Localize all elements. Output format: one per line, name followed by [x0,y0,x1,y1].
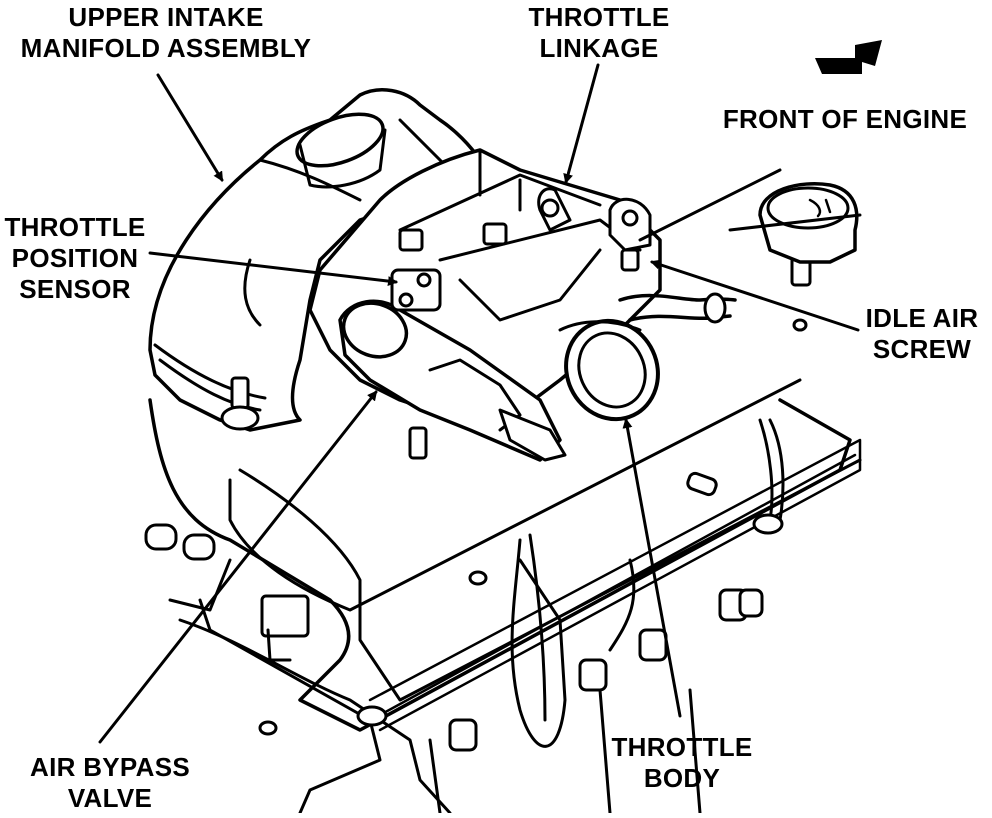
leader-throttle-linkage [563,63,600,184]
label-front-of-engine-text: FRONT OF ENGINE [722,104,968,134]
leader-upper-intake [156,73,224,182]
coolant-fitting [144,523,310,662]
front-arrow-icon [815,40,882,74]
label-throttle-body-line2: BODY [643,763,721,793]
leader-throttle-body [622,418,682,718]
manifold-studs [220,253,812,497]
label-idle-air-line2: SCREW [872,334,972,364]
label-idle-air-line1: IDLE AIR [865,303,979,333]
label-front-of-engine: FRONT OF ENGINE [700,104,990,135]
label-air-bypass-line2: VALVE [67,783,153,813]
idle-air-hose [618,248,737,324]
label-upper-intake-line2: MANIFOLD ASSEMBLY [20,33,312,63]
oil-filler-cap [638,168,862,264]
spark-plug-boots [258,318,808,752]
spark-plug-wires [510,418,785,748]
throttle-linkage [478,148,652,252]
label-tps-line2: POSITION [11,243,139,273]
leader-idle-air-screw [650,259,860,332]
valve-cover [148,378,862,815]
label-air-bypass-valve: AIR BYPASS VALVE [0,752,220,814]
label-upper-intake-manifold: UPPER INTAKE MANIFOLD ASSEMBLY [0,2,332,64]
leader-throttle-position-sensor [148,251,398,287]
leader-air-bypass-valve [98,390,378,744]
label-throttle-linkage: THROTTLE LINKAGE [504,2,694,64]
label-air-bypass-line1: AIR BYPASS [30,752,190,782]
label-tps-line1: THROTTLE [4,212,146,242]
label-throttle-linkage-line2: LINKAGE [539,33,659,63]
label-throttle-position-sensor: THROTTLE POSITION SENSOR [0,212,150,305]
leader-lines [98,63,860,744]
label-throttle-body: THROTTLE BODY [592,732,772,794]
label-tps-line3: SENSOR [19,274,131,304]
label-throttle-linkage-line1: THROTTLE [528,2,670,32]
label-throttle-body-line1: THROTTLE [611,732,753,762]
label-idle-air-screw: IDLE AIR SCREW [852,303,992,365]
upper-intake-manifold [148,88,482,432]
label-upper-intake-line1: UPPER INTAKE [68,2,264,32]
throttle-position-sensor [390,228,442,312]
